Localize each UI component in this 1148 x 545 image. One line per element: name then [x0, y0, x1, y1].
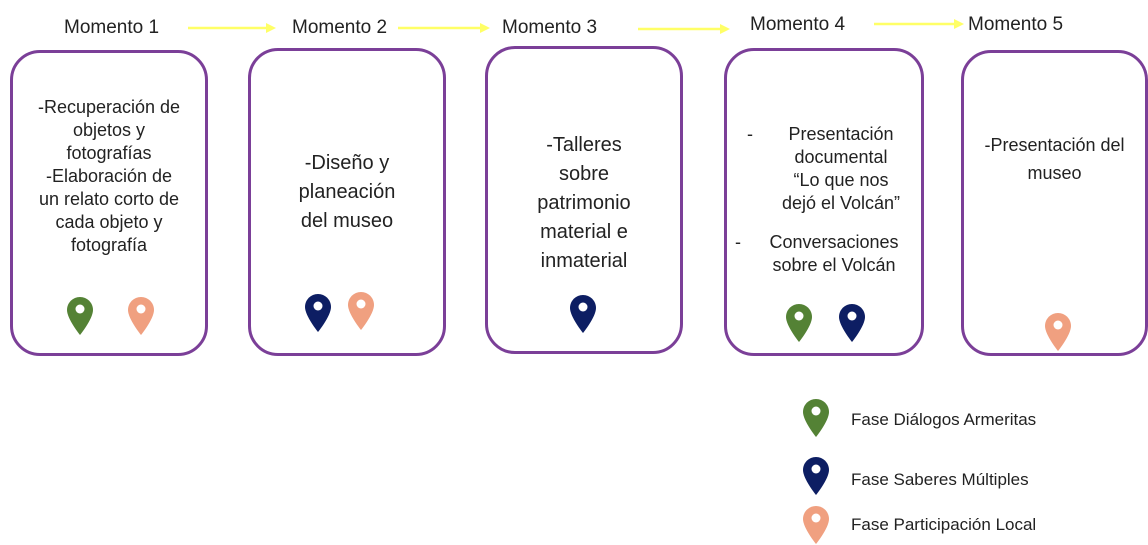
moment-2-saberes-pin-icon: [305, 294, 331, 332]
moment-1-box: -Recuperación de objetos y fotografías -…: [10, 50, 208, 356]
moment-4-item-2: Conversaciones sobre el Volcán: [769, 232, 899, 275]
moment-5-title: Momento 5: [968, 14, 1064, 35]
moment-3-box: -Talleres sobre patrimonio material e in…: [485, 46, 683, 354]
moment-1-title: Momento 1: [64, 17, 160, 38]
arrow-4-to-5: [874, 19, 964, 29]
moment-4-item-1: Presentación documental “Lo que nos dejó…: [781, 124, 901, 213]
moment-2-box: -Diseño y planeación del museo: [248, 48, 446, 356]
moment-1-dialogos-pin-icon: [67, 297, 93, 335]
moment-3-description: -Talleres sobre patrimonio material e in…: [537, 134, 631, 272]
moment-4-saberes-pin-icon: [839, 304, 865, 342]
legend-participacion-pin-icon: [803, 506, 829, 544]
arrow-2-to-3: [398, 23, 490, 33]
moment-5-participacion-pin-icon: [1045, 313, 1071, 351]
legend-saberes-label: Fase Saberes Múltiples: [851, 470, 1029, 489]
moment-1-participacion-pin-icon: [128, 297, 154, 335]
arrow-1-to-2: [188, 23, 276, 33]
moment-1-description: -Recuperación de objetos y fotografías -…: [37, 97, 181, 255]
moment-4-dialogos-pin-icon: [786, 304, 812, 342]
moment-4-bullet-1: -: [747, 124, 753, 144]
moment-4-title: Momento 4: [750, 14, 846, 35]
moment-5-box: -Presentación del museo: [961, 50, 1148, 356]
legend-participacion-label: Fase Participación Local: [851, 515, 1037, 534]
arrow-3-to-4: [638, 24, 730, 34]
moment-5-description: -Presentación del museo: [984, 135, 1125, 183]
moment-2-title: Momento 2: [292, 17, 388, 38]
legend-saberes-pin-icon: [803, 457, 829, 495]
moment-2-participacion-pin-icon: [348, 292, 374, 330]
moment-3-title: Momento 3: [502, 17, 598, 38]
moment-2-description: -Diseño y planeación del museo: [298, 152, 396, 232]
moment-4-bullet-2: -: [735, 232, 741, 252]
moment-3-saberes-pin-icon: [570, 295, 596, 333]
moment-4-box: - Presentación documental “Lo que nos de…: [724, 48, 924, 356]
legend-dialogos-pin-icon: [803, 399, 829, 437]
legend-dialogos-label: Fase Diálogos Armeritas: [851, 410, 1037, 429]
